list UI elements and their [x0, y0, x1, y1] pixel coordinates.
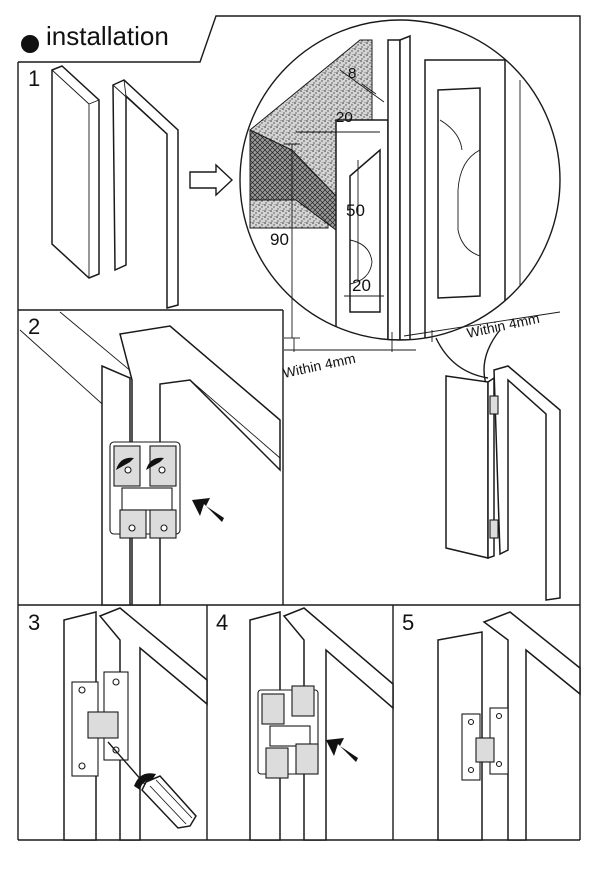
page-title: installation [46, 21, 169, 51]
step-number-1: 1 [28, 66, 40, 91]
dim-inner-height: 50 [346, 201, 365, 220]
step5-hinge [461, 707, 509, 781]
step-number-2: 2 [28, 314, 40, 339]
dimension-lines [284, 69, 385, 339]
dim-slot-width: 20 [336, 109, 353, 126]
step-number-4: 4 [216, 610, 228, 635]
assembled-door [445, 365, 561, 601]
step1-arrow-icon [189, 163, 234, 197]
step5-door-scene [437, 611, 581, 841]
title-bullet-icon [21, 35, 39, 53]
step3-hinge [71, 671, 129, 777]
step-number-5: 5 [402, 610, 414, 635]
step4-insert-arrow-icon [326, 738, 358, 762]
gap-dimension-lines [284, 311, 561, 352]
step-number-3: 3 [28, 610, 40, 635]
dim-bottom-width: 20 [352, 276, 371, 295]
gap-note-left: Within 4mm [281, 350, 357, 381]
magnified-detail [239, 19, 561, 341]
step4-hinge [257, 685, 319, 779]
dim-total-height: 90 [270, 230, 289, 249]
step2-insert-arrow-icon [192, 498, 224, 522]
step2-hinge [109, 441, 181, 539]
title-tab-outline [18, 15, 581, 840]
step1-door-frame [112, 79, 179, 309]
screwdriver-icon [107, 741, 197, 829]
step1-door-slab [51, 65, 100, 279]
dim-top-width: 8 [348, 65, 356, 82]
